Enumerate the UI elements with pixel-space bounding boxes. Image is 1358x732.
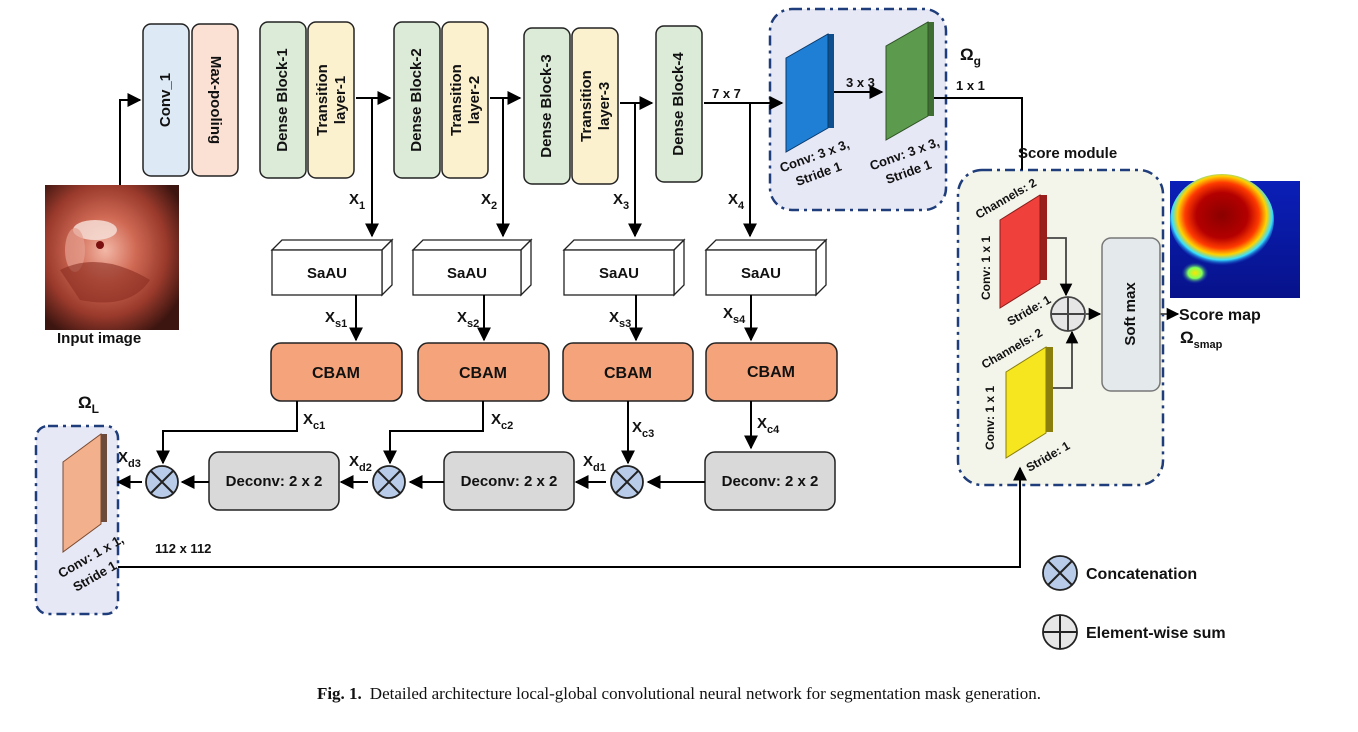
svg-text:Deconv: 2 x 2: Deconv: 2 x 2 [461,473,558,490]
svg-text:CBAM: CBAM [604,365,652,382]
deconv-block-1: Deconv: 2 x 2 [704,451,836,511]
size-3x3-label: 3 x 3 [846,75,875,90]
size-1x1-label: 1 x 1 [956,78,985,93]
svg-text:SaAU: SaAU [599,265,639,282]
x1-label: X1 [349,191,365,212]
size-7x7-label: 7 x 7 [712,86,741,101]
decoder-connectors [116,401,1027,568]
svg-text:Transition: Transition [448,64,465,136]
xd3-label: Xd3 [118,449,141,470]
concat-op-1 [610,465,644,499]
maxpool-block: Max-pooling [191,23,239,177]
score-map-label: Score map [1179,307,1261,324]
dense-block-2: Dense Block-2 [393,21,441,179]
x3-label: X3 [613,191,629,212]
size-112-label: 112 x 112 [155,541,211,556]
svg-text:layer-3: layer-3 [596,82,613,130]
red-conv-text: Conv: 1 x 1 [979,236,993,300]
svg-text:Soft max: Soft max [1122,282,1139,346]
svg-text:Deconv: 2 x 2: Deconv: 2 x 2 [722,473,819,490]
saau-block-1: SaAU [270,238,394,297]
score-module-title: Score module [1018,145,1117,162]
svg-text:SaAU: SaAU [307,265,347,282]
saau-cbam-connectors [349,295,758,342]
saau-block-3: SaAU [562,238,686,297]
score-yellow-kernel [1005,346,1053,459]
svg-text:CBAM: CBAM [312,365,360,382]
svg-text:Dense Block-2: Dense Block-2 [408,48,425,151]
xc4-label: Xc4 [757,415,780,436]
xd2-label: Xd2 [349,453,372,474]
svg-text:CBAM: CBAM [747,364,795,381]
transition-layer-2: Transition layer-2 [441,21,489,179]
cbam-block-2: CBAM [417,342,550,402]
omega-l-label: ΩL [78,393,99,416]
svg-text:CBAM: CBAM [459,365,507,382]
omega-g-label: Ωg [960,45,981,68]
svg-text:layer-2: layer-2 [466,76,483,124]
elementwise-sum-op [1050,296,1086,332]
xc1-label: Xc1 [303,411,325,432]
svg-text:Transition: Transition [578,70,595,142]
saau-block-4: SaAU [704,238,828,297]
transition-layer-3: Transition layer-3 [571,27,619,185]
dense-block-1: Dense Block-1 [259,21,307,179]
softmax-block: Soft max [1101,237,1161,392]
transition-layer-1: Transition layer-1 [307,21,355,179]
svg-text:Dense Block-4: Dense Block-4 [670,52,687,156]
caption-text: Detailed architecture local-global convo… [369,684,1042,703]
figure-caption: Fig. 1. Detailed architecture local-globa… [0,684,1358,704]
svg-text:Transition: Transition [314,64,331,136]
cbam-block-3: CBAM [562,342,694,402]
score-map-heatmap [1170,174,1300,298]
deconv-block-2: Deconv: 2 x 2 [443,451,575,511]
cbam-block-1: CBAM [270,342,403,402]
xs2-label: Xs2 [457,309,479,330]
cbam-block-4: CBAM [705,342,838,402]
input-image-label: Input image [57,330,141,347]
xc2-label: Xc2 [491,411,513,432]
omega-smap-label: Ωsmap [1180,328,1223,351]
global-conv-kernel-2 [885,21,934,141]
xs1-label: Xs1 [325,309,347,330]
score-connectors [1047,237,1180,389]
encoder-connectors [119,85,1023,238]
caption-fig-number: Fig. 1. [316,684,362,703]
xs3-label: Xs3 [609,309,631,330]
legend-sum-icon [1042,614,1078,650]
concat-op-2 [372,465,406,499]
dense-block-3: Dense Block-3 [523,27,571,185]
concat-op-3 [145,465,179,499]
x4-label: X4 [728,191,745,212]
legend-concat-icon [1042,555,1078,591]
local-conv-kernel [62,433,107,553]
svg-text:SaAU: SaAU [447,265,487,282]
xs4-label: Xs4 [723,305,746,326]
input-image [45,185,179,330]
svg-text:Dense Block-1: Dense Block-1 [274,48,291,151]
svg-text:layer-1: layer-1 [332,76,349,124]
global-conv-kernel-1 [785,33,834,153]
legend-concat-label: Concatenation [1086,566,1197,583]
xd1-label: Xd1 [583,453,606,474]
deconv-block-3: Deconv: 2 x 2 [208,451,340,511]
conv1-block: Conv_1 [142,23,190,177]
saau-block-2: SaAU [411,238,533,297]
x2-label: X2 [481,191,497,212]
svg-text:Max-pooling: Max-pooling [207,56,224,144]
score-red-kernel [999,194,1047,309]
svg-text:Conv_1: Conv_1 [157,73,174,127]
dense-block-4: Dense Block-4 [655,25,703,183]
legend-sum-label: Element-wise sum [1086,625,1226,642]
svg-text:Deconv: 2 x 2: Deconv: 2 x 2 [226,473,323,490]
svg-text:SaAU: SaAU [741,265,781,282]
xc3-label: Xc3 [632,419,654,440]
yellow-conv-text: Conv: 1 x 1 [983,386,997,450]
svg-text:Dense Block-3: Dense Block-3 [538,54,555,157]
